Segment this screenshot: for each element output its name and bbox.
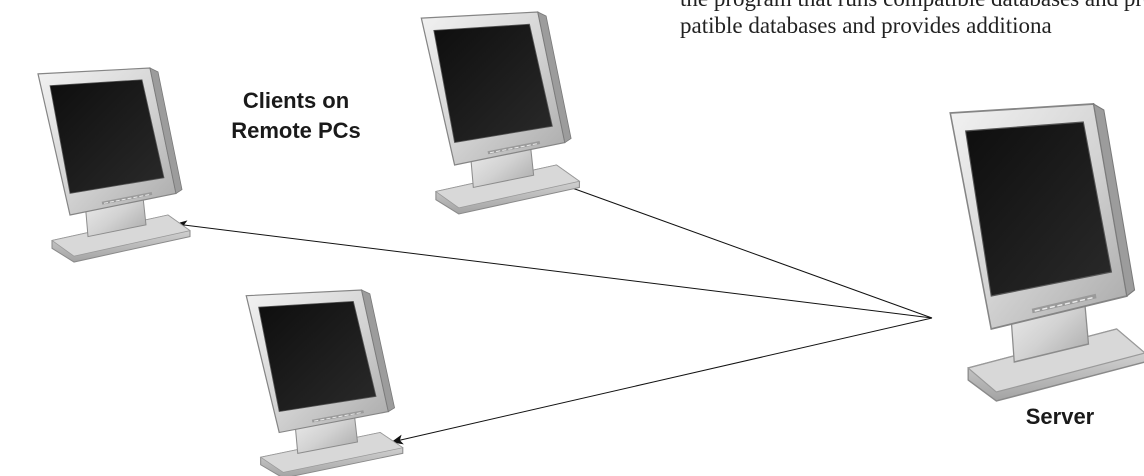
connection-to-bottom-client xyxy=(391,317,933,445)
connection-to-top-client xyxy=(549,179,933,319)
monitor-icon xyxy=(36,66,192,264)
server-label: Server xyxy=(1025,404,1095,429)
clients-label-line-2: Remote PCs xyxy=(231,118,361,143)
clients-label: Clients on Remote PCs xyxy=(206,86,386,146)
monitor-icon xyxy=(419,10,581,216)
monitor-icon xyxy=(950,104,1144,401)
connection-lines xyxy=(175,179,933,445)
monitor-icon xyxy=(244,288,405,476)
caption-text: the program that runs compatible databas… xyxy=(680,0,1144,40)
connection-to-left-client xyxy=(175,220,933,319)
caption-line-1: the program that runs compatible databas… xyxy=(680,0,1144,12)
clients-label-line-1: Clients on xyxy=(242,88,350,113)
caption-line-2: patible databases and provides additiona xyxy=(680,13,1052,38)
